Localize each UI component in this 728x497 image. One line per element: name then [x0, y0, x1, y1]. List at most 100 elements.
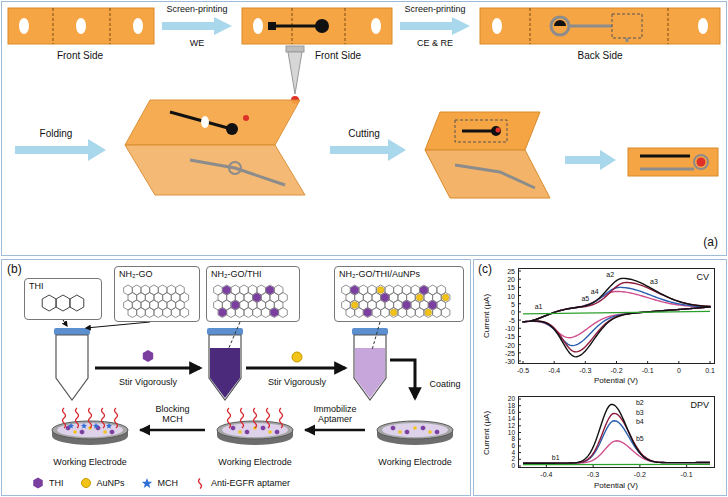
tick-label: 2: [511, 456, 515, 463]
tick-label: -0.3: [587, 471, 599, 478]
paper-strips: [315, 19, 329, 33]
tick-label: -20: [505, 341, 515, 348]
working-electrode: Working Electrode: [365, 404, 465, 468]
cv-curves: [523, 311, 710, 313]
process-arrows: [63, 320, 415, 398]
tick-label: -0.5: [517, 367, 529, 374]
tick-label: 0: [511, 463, 515, 470]
legend-swatch: [139, 477, 155, 489]
folding-steps: [628, 148, 718, 176]
axis-ticks: [518, 271, 710, 468]
paper-strips: [371, 18, 381, 34]
electrode-drawing: [435, 429, 440, 434]
side-label: Back Side: [577, 50, 622, 62]
folding-steps: [425, 112, 540, 150]
chemical-structure: [218, 308, 227, 318]
tubes: [207, 328, 243, 335]
chemical-structure: [416, 294, 422, 300]
node-label: (b): [7, 263, 22, 277]
electrode-drawing: [268, 430, 272, 434]
plot-frame: DPV: [518, 396, 715, 468]
electrode-drawing: [391, 425, 396, 430]
folding-steps: [491, 126, 501, 136]
electrode-drawing: [81, 423, 87, 429]
tubes: [210, 348, 240, 398]
node-label: CV: [696, 272, 709, 282]
electrode-drawing: [280, 408, 283, 428]
working-electrode: Working Electrode: [205, 404, 305, 468]
tick-label: -0.4: [540, 471, 552, 478]
tick-label: -15: [505, 333, 515, 340]
tick-label: 18: [508, 402, 515, 409]
chemical-structure: [363, 308, 372, 318]
tick-label: 8: [511, 436, 515, 443]
paper-strips: [8, 8, 720, 44]
paper-strips: [242, 8, 392, 44]
tubes: [209, 335, 241, 400]
chemical-structure: [171, 308, 180, 318]
tick-label: -0.4: [548, 367, 560, 374]
chemical-structure: [381, 293, 389, 302]
electrode-drawing: [428, 430, 432, 434]
process-arrows: [86, 322, 150, 328]
tick-label: -0.2: [610, 367, 622, 374]
paper-strips: [8, 8, 154, 44]
legend-label: AuNPs: [97, 478, 125, 488]
chemical-structure: [128, 308, 137, 318]
legend-item: AuNPs: [78, 477, 125, 489]
tick-label: -0.1: [642, 367, 654, 374]
chemical-structure: [261, 308, 270, 318]
side-label: Front Side: [315, 50, 361, 62]
paper-strips: [53, 8, 54, 44]
electrode-drawing: [80, 429, 85, 434]
tick-label: 6: [511, 443, 515, 450]
tick-label: 0.1: [705, 367, 715, 374]
electrode-drawing: [102, 408, 105, 428]
paper-strips: [668, 8, 669, 44]
chemical-structure: [433, 308, 442, 318]
folding-steps: [455, 165, 535, 188]
curve-label: b2: [635, 399, 645, 406]
chemical-structure: [441, 308, 450, 318]
paper-strips: [569, 25, 612, 28]
folding-steps: [330, 139, 406, 161]
tick-label: 10: [508, 429, 515, 436]
process-arrow: [305, 429, 365, 432]
folding-steps: [15, 139, 106, 161]
tick-label: 0: [511, 308, 515, 315]
folding-steps: [243, 115, 249, 121]
material-box: NH₂-GO: [114, 266, 200, 322]
folding-steps: [697, 158, 706, 167]
chemical-structure: [420, 286, 428, 295]
chemical-structure: [137, 308, 146, 318]
chemical-structure: [442, 294, 448, 300]
paper-strips: [345, 8, 346, 44]
node-label: Working Electrode: [218, 457, 291, 467]
node-label: NH₂-GO/THI: [211, 269, 262, 279]
pipette: [288, 52, 302, 94]
paper-strips: [626, 38, 629, 42]
axis-title: Current (μA): [482, 411, 491, 455]
step-label: Stir Vigorously: [119, 377, 177, 387]
step-label: CE & RE: [417, 38, 453, 48]
chemical-structure: [407, 308, 416, 318]
electrode-drawing: [377, 421, 453, 439]
node-label: Working Electrode: [378, 457, 451, 467]
axis-title: Potential (V): [594, 481, 638, 490]
chemical-structure: [398, 308, 407, 318]
electrode-drawing: [89, 408, 92, 428]
folding-steps: [425, 150, 550, 198]
process-arrows: [143, 350, 153, 362]
electrode-drawing: [398, 430, 402, 434]
electrode-drawing: [68, 423, 74, 429]
step-label: Stir Vigorously: [268, 377, 326, 387]
electrode-drawing: [382, 423, 448, 437]
electrode-drawing: [413, 426, 417, 430]
chemical-structure: [351, 286, 359, 295]
edge-label: Blocking MCH: [145, 404, 201, 425]
curve-label: a5: [580, 295, 590, 302]
electrode-drawing: [93, 423, 99, 429]
electrode-drawing: [76, 408, 79, 428]
tubes: [54, 328, 388, 400]
tick-label: -5: [509, 317, 515, 324]
